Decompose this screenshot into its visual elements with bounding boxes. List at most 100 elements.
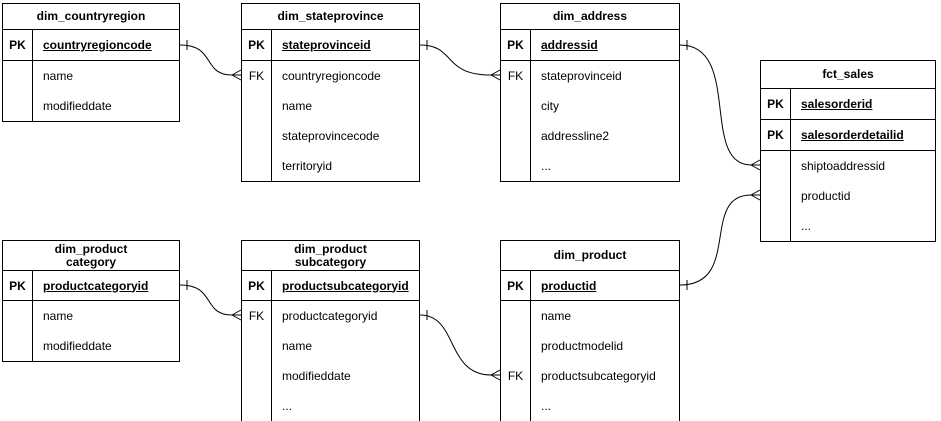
attribute-row: stateprovincecode xyxy=(242,121,419,151)
key-cell-empty xyxy=(3,331,33,361)
key-cell-empty xyxy=(761,151,791,181)
attribute-name: name xyxy=(43,69,74,83)
pk-label: PK xyxy=(501,271,531,300)
fk-label: FK xyxy=(501,361,531,391)
attribute-name: territoryid xyxy=(282,159,333,173)
attribute-row: PK stateprovinceid xyxy=(242,30,419,61)
attribute-name: city xyxy=(541,99,559,113)
fk-label: FK xyxy=(501,61,531,91)
entity-title-line: dim_countryregion xyxy=(36,9,146,23)
key-cell-empty xyxy=(242,331,272,361)
attribute-row: name xyxy=(3,61,179,91)
attribute-row: territoryid xyxy=(242,151,419,181)
entity-title: dim_stateprovince xyxy=(242,4,419,30)
key-cell-empty xyxy=(501,91,531,121)
attribute-name: name xyxy=(541,309,572,323)
attribute-name: productid xyxy=(801,189,851,203)
attribute-name: shiptoaddressid xyxy=(801,159,886,173)
key-cell-empty xyxy=(761,211,791,241)
attribute-name: name xyxy=(282,339,313,353)
key-cell-empty xyxy=(242,361,272,391)
entity-title: dim_address xyxy=(501,4,679,30)
attribute-row: ... xyxy=(761,211,935,241)
pk-label: PK xyxy=(761,120,791,150)
many-cardinality-crowfoot xyxy=(231,69,242,81)
entity-title-line: dim_product xyxy=(54,241,128,256)
pk-label: PK xyxy=(3,30,33,60)
many-cardinality-crowfoot xyxy=(750,189,761,201)
key-cell-empty xyxy=(3,61,33,91)
pk-label: PK xyxy=(761,89,791,119)
relationship-line xyxy=(419,44,492,76)
relationship-dim_countryregion-to-dim_stateprovince xyxy=(179,40,242,81)
attribute-name: addressid xyxy=(541,38,598,52)
entity-title-line: dim_stateprovince xyxy=(277,9,384,23)
attribute-name: countryregioncode xyxy=(282,69,381,83)
attribute-name: ... xyxy=(541,399,552,413)
attribute-name: stateprovincecode xyxy=(282,129,380,143)
attribute-row: productmodelid xyxy=(501,331,679,361)
fk-label: FK xyxy=(242,61,272,91)
attribute-name: name xyxy=(43,309,74,323)
attribute-row: productid xyxy=(761,181,935,211)
attribute-name: addressline2 xyxy=(541,129,610,143)
attribute-name: salesorderdetailid xyxy=(801,128,904,142)
attribute-name: ... xyxy=(282,399,293,413)
entity-title: dim_product xyxy=(501,241,679,271)
pk-label: PK xyxy=(3,271,33,300)
entity-title: dim_countryregion xyxy=(3,4,179,30)
attribute-row: name xyxy=(3,301,179,331)
attribute-name: modifieddate xyxy=(43,99,112,113)
relationship-line xyxy=(179,284,233,316)
entity-title: fct_sales xyxy=(761,61,935,89)
entity-title-line: dim_product xyxy=(553,248,627,262)
attribute-name: name xyxy=(282,99,313,113)
attribute-name: ... xyxy=(541,159,552,173)
key-cell-empty xyxy=(501,391,531,421)
attribute-name: productid xyxy=(541,278,597,293)
attribute-name: stateprovinceid xyxy=(282,38,371,52)
key-cell-empty xyxy=(242,151,272,181)
pk-label: PK xyxy=(501,30,531,60)
entity-title-line: dim_product xyxy=(294,241,367,256)
many-cardinality-crowfoot xyxy=(490,369,501,381)
attribute-name: modifieddate xyxy=(282,369,351,383)
key-cell-empty xyxy=(3,301,33,331)
attribute-row: ... xyxy=(501,151,679,181)
attribute-row: modifieddate xyxy=(242,361,419,391)
attribute-row: PK salesorderdetailid xyxy=(761,120,935,151)
attribute-row: name xyxy=(242,91,419,121)
entity-dim-product: dim_product PK productid name productmodeli… xyxy=(500,240,680,421)
relationship-line xyxy=(179,44,233,76)
key-cell-empty xyxy=(501,331,531,361)
attribute-name: productsubcategoryid xyxy=(541,369,656,383)
attribute-name: modifieddate xyxy=(43,339,112,353)
attribute-name: salesorderid xyxy=(801,97,873,111)
key-cell-empty xyxy=(501,121,531,151)
attribute-row: PK productid xyxy=(501,271,679,301)
relationship-dim_product-to-fct_sales xyxy=(679,189,761,290)
many-cardinality-crowfoot xyxy=(490,69,501,81)
attribute-row: PK salesorderid xyxy=(761,89,935,120)
attribute-row: name xyxy=(501,301,679,331)
pk-label: PK xyxy=(242,30,272,60)
attribute-row: modifieddate xyxy=(3,331,179,361)
key-cell-empty xyxy=(501,151,531,181)
pk-label: PK xyxy=(242,271,272,300)
entity-title-line: fct_sales xyxy=(822,67,874,81)
